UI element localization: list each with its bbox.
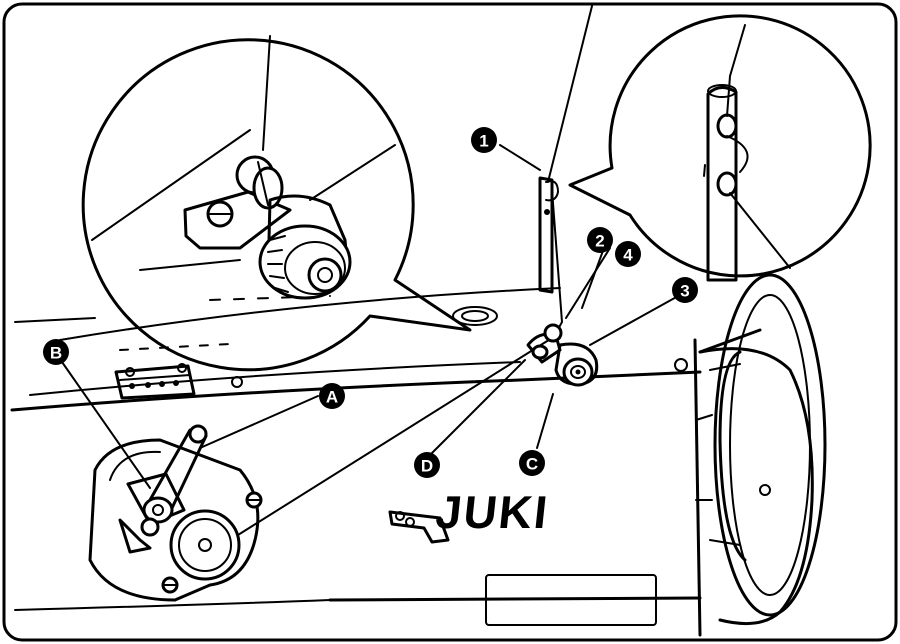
callout-4: 4 [615,241,641,267]
handwheel [695,273,827,626]
machine-arm [10,287,702,637]
callout-3: 3 [672,277,698,303]
svg-text:4: 4 [623,246,633,265]
callout-C: C [519,450,545,476]
right-detail-magnifier [568,14,872,282]
callout-1: 1 [471,127,497,153]
svg-text:1: 1 [479,132,488,151]
small-thread-hook [388,510,450,544]
bobbin-winder-assembly [88,424,263,602]
leader-lines [61,144,681,489]
left-detail-magnifier [81,35,472,372]
callout-D: D [414,452,440,478]
svg-text:B: B [50,344,62,363]
callout-A: A [319,383,345,409]
svg-text:C: C [526,455,538,474]
svg-text:3: 3 [680,282,689,301]
thread-tension-assembly [526,323,599,387]
thread-guide-bracket [114,363,196,400]
nameplate [485,574,657,626]
juki-logo: JUKI [433,486,551,538]
callout-B: B [43,339,69,365]
callout-2: 2 [587,227,613,253]
svg-text:2: 2 [595,232,604,251]
svg-text:D: D [421,457,433,476]
svg-text:A: A [326,388,338,407]
